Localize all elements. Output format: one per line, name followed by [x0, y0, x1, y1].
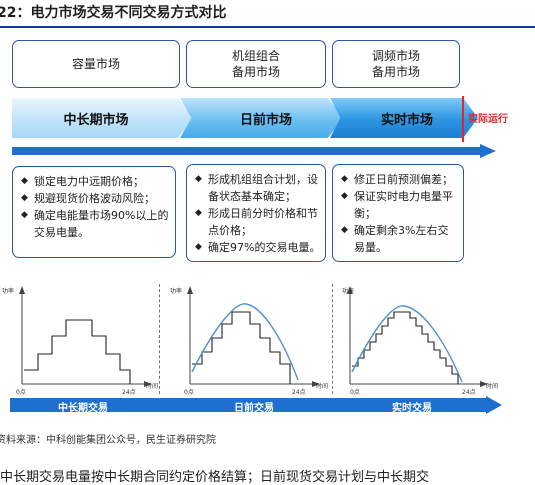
top-box-capacity: 容量市场	[12, 40, 180, 88]
feature-item: ◆规避现货价格波动风险；	[21, 192, 155, 205]
step-chart-real-time	[347, 286, 488, 387]
step-chart-mid-long-term	[19, 286, 152, 387]
bottom-label-real-time: 实时交易	[392, 403, 432, 414]
feature-box-day-ahead: ◆形成机组组合计划，设备状态基本确定； ◆形成日前分时价格和节点价格； ◆确定9…	[186, 164, 326, 262]
bottom-label-day-ahead: 日前交易	[234, 403, 274, 414]
top-box-line: 备用市场	[371, 65, 420, 79]
step-curve	[352, 311, 459, 384]
stage-label: 日前市场	[239, 112, 292, 128]
step-chart-day-ahead	[187, 286, 320, 387]
y-axis-label: 功率	[170, 288, 183, 295]
feature-item: ◆确定97%的交易电量。	[195, 241, 321, 254]
x-axis-arrow-icon	[144, 381, 152, 387]
top-box-line: 容量市场	[71, 57, 120, 71]
timeline-arrow	[12, 144, 496, 158]
top-box-unit-commitment: 机组组合 备用市场	[186, 40, 326, 88]
x-axis-arrow-icon	[480, 381, 488, 387]
stage-day-ahead: 日前市场	[180, 98, 344, 138]
bullet-icon: ◆	[341, 225, 348, 235]
feature-item: ◆形成日前分时价格和节点价格；	[195, 207, 318, 237]
bullet-icon: ◆	[21, 176, 28, 186]
feature-box-real-time: ◆修正日前预测偏差； ◆保证实时电力电量平衡； ◆确定剩余3%左右交易量。	[332, 164, 464, 262]
source-note: 资料来源：中科创能集团公众号，民生证券研究院	[0, 435, 216, 446]
x-end-label: 24点	[122, 389, 136, 396]
x-start-label: 0点	[350, 389, 360, 396]
realtime-divider	[462, 96, 464, 142]
separator-dashed	[332, 284, 333, 394]
x-axis-label: 时间	[486, 383, 499, 390]
step-curve	[192, 311, 291, 384]
figure-title: 22：电力市场交易不同交易方式对比	[0, 5, 227, 21]
bullet-icon: ◆	[341, 174, 348, 184]
bullet-icon: ◆	[21, 193, 28, 203]
load-curve	[351, 305, 463, 383]
bullet-icon: ◆	[195, 174, 202, 184]
step-curve	[24, 319, 131, 384]
bottom-arrow-bar	[10, 396, 502, 414]
y-axis-label: 功率	[2, 288, 15, 295]
bullet-icon: ◆	[195, 242, 202, 252]
bullet-icon: ◆	[341, 191, 348, 201]
load-curve	[191, 303, 299, 381]
stage-real-time: 实时市场	[330, 98, 478, 138]
y-axis-label: 功率	[342, 288, 355, 295]
y-axis-arrow-icon	[347, 286, 353, 294]
feature-item: ◆修正日前预测偏差；	[341, 173, 453, 186]
x-axis-arrow-icon	[312, 381, 320, 387]
x-start-label: 0点	[16, 389, 26, 396]
x-axis-label: 时间	[146, 383, 159, 390]
title-rule	[0, 26, 535, 28]
stage-label: 实时市场	[380, 112, 433, 128]
bullet-icon: ◆	[21, 210, 28, 220]
stage-label: 中长期市场	[63, 112, 129, 128]
feature-box-mid-long-term: ◆锁定电力中远期价格； ◆规避现货价格波动风险； ◆确定电能量市场90%以上的交…	[12, 166, 176, 258]
bottom-label-mid-long-term: 中长期交易	[58, 403, 108, 414]
y-axis-arrow-icon	[19, 286, 25, 294]
body-text: 中长期交易电量按中长期合同约定价格结算；日前现货交易计划与中长期交	[0, 470, 430, 485]
x-start-label: 0点	[184, 389, 194, 396]
x-end-label: 24点	[462, 389, 476, 396]
realtime-label: 实际运行	[468, 114, 508, 125]
x-end-label: 24点	[292, 389, 306, 396]
top-box-line: 备用市场	[231, 65, 280, 79]
top-box-frequency: 调频市场 备用市场	[332, 40, 460, 88]
top-box-line: 调频市场	[371, 49, 420, 63]
feature-item: ◆形成机组组合计划，设备状态基本确定；	[195, 173, 318, 203]
separator-dashed	[159, 284, 160, 394]
stage-mid-long-term: 中长期市场	[12, 98, 194, 138]
feature-item: ◆锁定电力中远期价格；	[21, 175, 144, 188]
feature-item: ◆确定电能量市场90%以上的交易电量。	[21, 209, 169, 239]
feature-item: ◆保证实时电力电量平衡；	[341, 190, 453, 220]
top-box-line: 机组组合	[231, 49, 280, 63]
y-axis-arrow-icon	[187, 286, 193, 294]
feature-item: ◆确定剩余3%左右交易量。	[341, 224, 449, 254]
x-axis-label: 时间	[316, 383, 329, 390]
bullet-icon: ◆	[195, 208, 202, 218]
